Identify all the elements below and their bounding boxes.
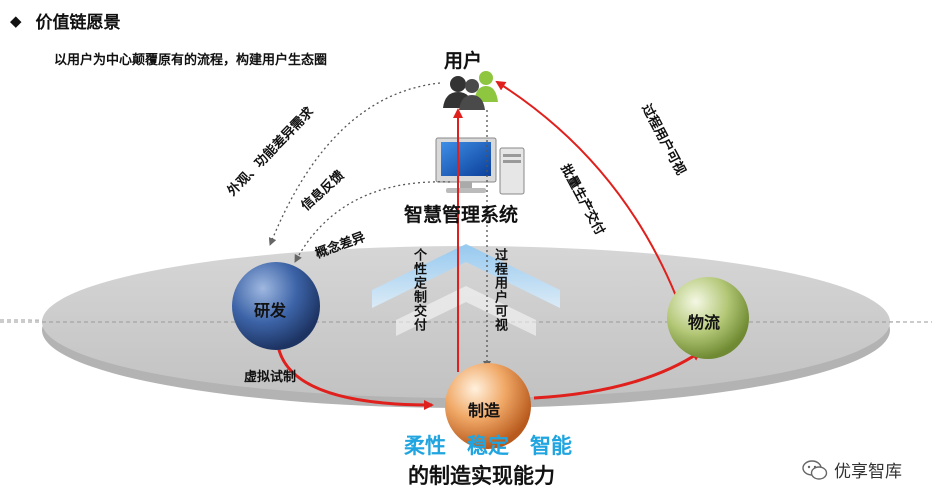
manufacturing-label: 制造 [468,401,501,420]
virtual-trial-label: 虚拟试制 [244,370,297,385]
diamond-icon: ◆ [10,11,22,30]
logistics-label: 物流 [688,313,721,332]
system-label: 智慧管理系统 [404,204,519,226]
arrow-rd-mfg [276,345,434,410]
watermark: 优享智库 [802,457,902,482]
wechat-icon [802,459,828,480]
watermark-text: 优享智库 [834,462,902,482]
process-visible-label: 过程用户可视 [492,248,507,332]
arrow-need [268,82,441,246]
capabilities-tagline: 的制造实现能力 [408,464,555,488]
computer-icon [435,137,525,195]
title-text: 价值链愿景 [35,13,121,33]
page-subtitle: 以用户为中心颠覆原有的流程，构建用户生态圈 [54,53,328,68]
custom-delivery-label: 个性定制交付 [411,248,426,332]
logistics-ball [667,277,749,359]
capabilities-label: 柔性 稳定 智能 [404,434,572,458]
chevron-roof [372,244,560,308]
user-icon [443,71,498,110]
manufacturing-ball [445,363,531,449]
user-label: 用户 [444,50,483,72]
arrow-logistics-user [495,80,677,297]
rd-label: 研发 [254,301,287,320]
arrow-concept [294,181,451,263]
arrow-mfg-log [533,350,702,400]
rd-ball [232,262,320,350]
page-title: ◆ 价值链愿景 [10,8,121,34]
